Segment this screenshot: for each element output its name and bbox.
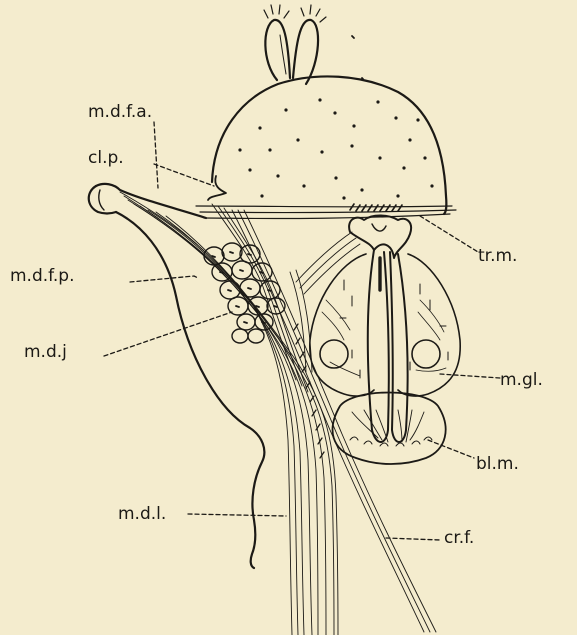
jaw-rods bbox=[368, 250, 408, 442]
leader-lines bbox=[104, 122, 500, 540]
label-blm: bl.m. bbox=[476, 456, 519, 473]
label-mgl: m.gl. bbox=[500, 372, 543, 389]
label-mdl: m.d.l. bbox=[118, 506, 166, 523]
head-speckles bbox=[238, 98, 433, 199]
label-mdfa: m.d.f.a. bbox=[88, 104, 152, 121]
label-mdj: m.d.j bbox=[24, 344, 67, 361]
label-clp: cl.p. bbox=[88, 150, 124, 167]
head-mass bbox=[208, 36, 446, 214]
tentacles bbox=[264, 5, 326, 84]
label-trm: tr.m. bbox=[478, 248, 517, 265]
label-mdfp: m.d.f.p. bbox=[10, 268, 75, 285]
label-crf: cr.f. bbox=[444, 530, 474, 547]
pharynx bbox=[349, 216, 411, 259]
